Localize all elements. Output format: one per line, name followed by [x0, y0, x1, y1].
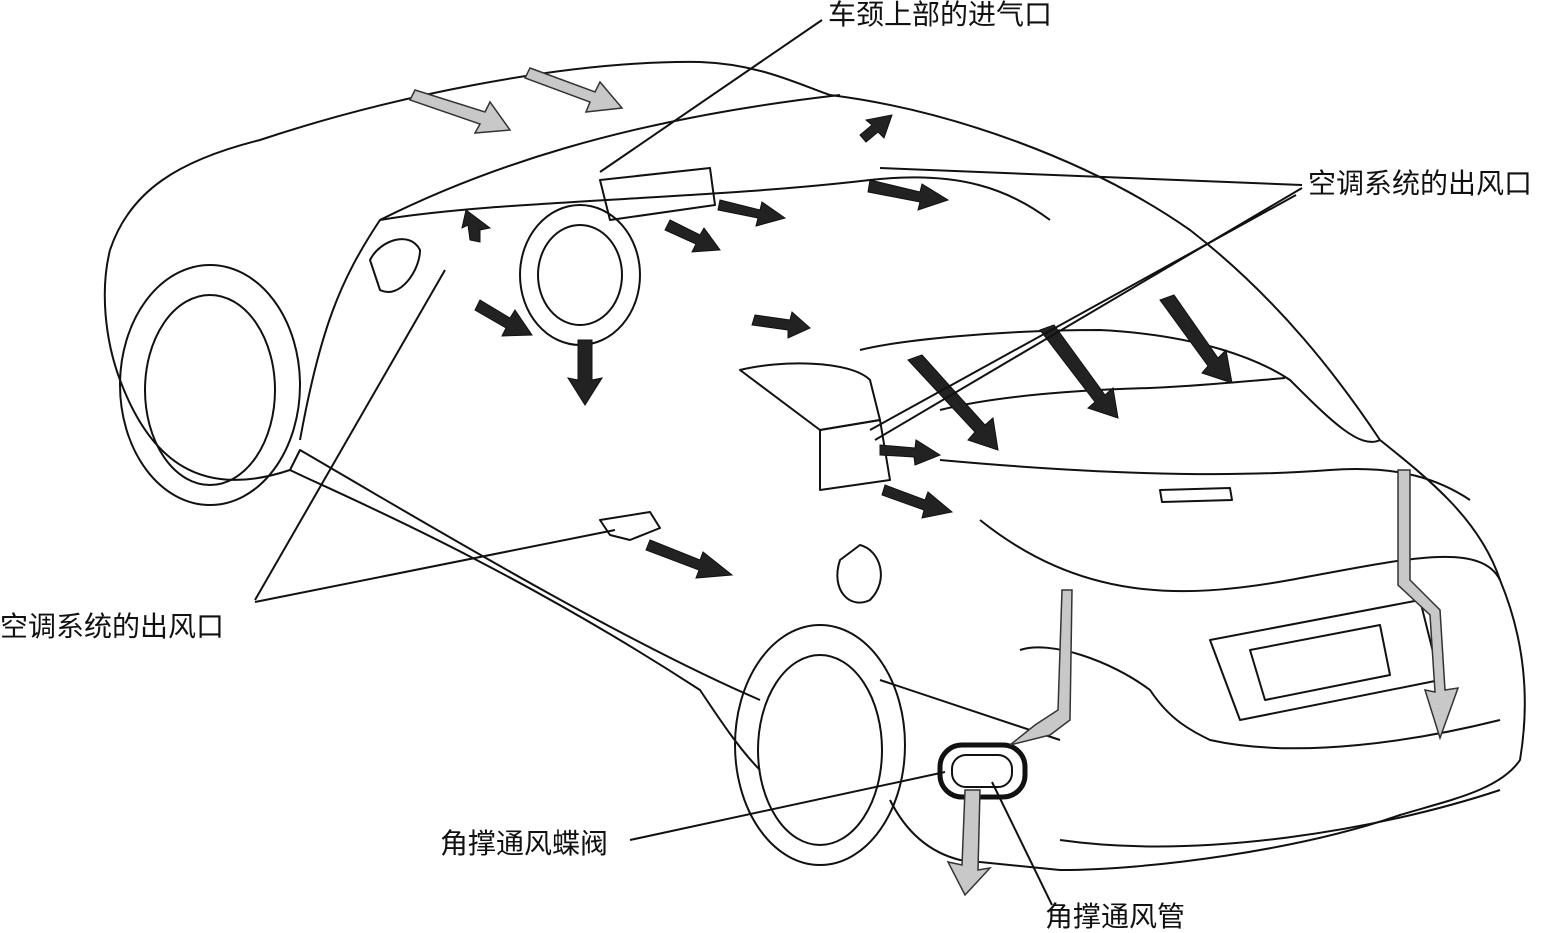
exhaust-arrow-icon [946, 789, 993, 897]
corner-vent-duct-outlet [937, 742, 1028, 800]
airflow-arrows [408, 67, 1460, 897]
rear-arrow-icon [1159, 294, 1233, 384]
intake-arrow-icon [408, 89, 512, 134]
rear-arrow-icon [1039, 324, 1119, 419]
outlet-arrow-icon [717, 199, 787, 227]
defrost-arrow-icon [859, 114, 893, 143]
leader-lines [254, 19, 1303, 906]
trunk-airflow-arrow-icon [1397, 469, 1460, 741]
front-wheel [144, 294, 276, 486]
label-corner-vent-valve: 角撑通风蝶阀 [440, 827, 609, 860]
floor-arrow-icon [645, 539, 734, 579]
label-ac-outlet-left: 空调系统的出风口 [0, 610, 225, 643]
outlet-arrow-icon [751, 311, 811, 339]
label-cowl-intake: 车颈上部的进气口 [828, 0, 1053, 31]
front-wheel-arch [119, 264, 301, 506]
rear-arrow-icon [907, 354, 999, 451]
label-corner-vent-duct: 角撑通风管 [1045, 900, 1186, 933]
rear-wheel-arch [734, 624, 906, 866]
wheels [119, 264, 906, 866]
console-arrow-icon [881, 484, 954, 519]
outlet-arrow-icon [474, 299, 533, 337]
trunk-airflow-arrow-icon [1009, 589, 1073, 746]
rear-wheel [757, 654, 883, 846]
outlet-arrow-icon [664, 219, 721, 253]
outlet-arrow-icon [867, 179, 950, 211]
foot-arrow-icon [566, 339, 604, 406]
label-ac-outlet-right: 空调系统的出风口 [1308, 167, 1533, 200]
console-arrow-icon [879, 439, 942, 466]
defrost-arrow-icon [461, 209, 492, 243]
intake-arrow-icon [523, 67, 624, 113]
